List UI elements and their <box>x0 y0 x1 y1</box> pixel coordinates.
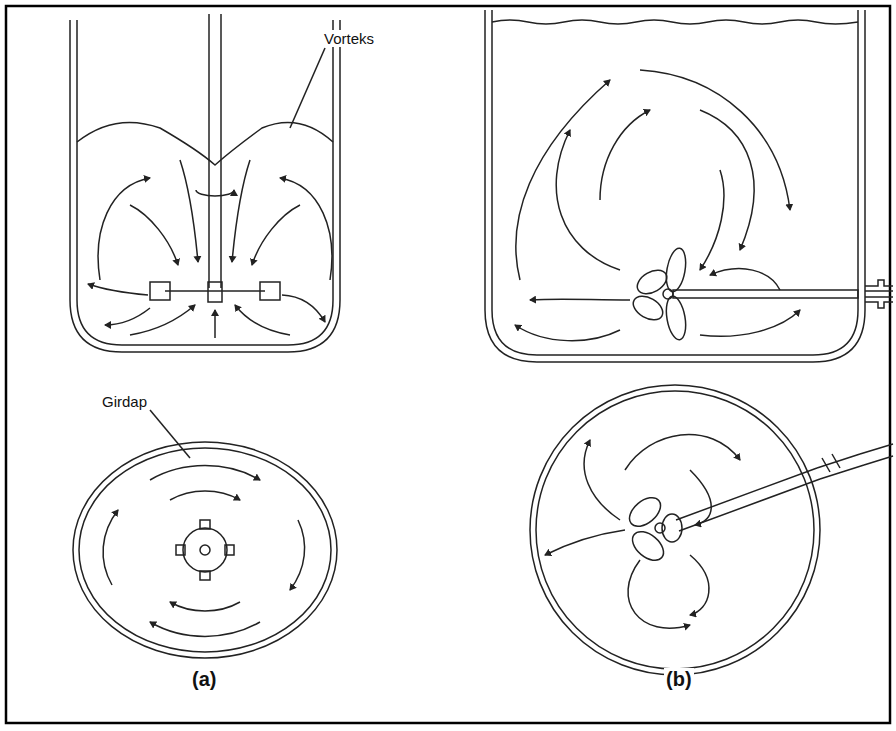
panel-label: (a) <box>190 668 218 691</box>
panel-label: (b) <box>664 668 694 691</box>
vortex-label: Vorteks <box>322 30 376 47</box>
eddy-label: Girdap <box>100 393 149 410</box>
